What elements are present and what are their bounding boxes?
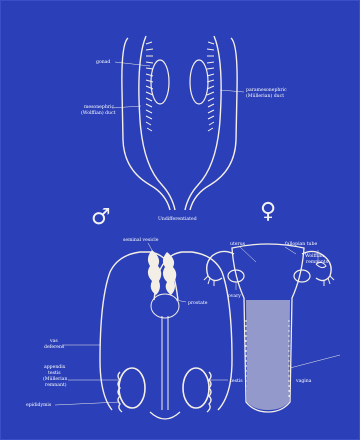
label-epididymis: epididymis bbox=[26, 402, 52, 408]
female-symbol: ♀ bbox=[260, 199, 276, 224]
label-remnant: remnant) bbox=[45, 381, 67, 388]
glans bbox=[150, 412, 180, 419]
right-gonad bbox=[190, 60, 208, 104]
vagina-shading bbox=[246, 300, 290, 410]
right-ovary bbox=[294, 270, 310, 282]
label-deferens: deferens bbox=[44, 344, 65, 350]
label-testis-1: testis bbox=[48, 370, 61, 376]
left-gonad bbox=[151, 60, 169, 104]
label-mesonephric-sub: (Wolffian) duct bbox=[81, 109, 116, 116]
label-paramesonephric-sub: (Müllerian) duct bbox=[246, 92, 284, 99]
label-ovary: ovary bbox=[228, 294, 241, 299]
label-gonad: gonad bbox=[96, 59, 110, 65]
label-mullerian: (Müllerian bbox=[43, 375, 68, 382]
prostate bbox=[151, 294, 179, 318]
male-diagram: ♂ seminal vesicle prostate vas deferens … bbox=[26, 205, 243, 419]
left-seminal-vesicle bbox=[148, 250, 161, 295]
label-remnants: remnants bbox=[306, 259, 329, 265]
male-symbol: ♂ bbox=[91, 205, 111, 230]
label-appendix: appendix bbox=[44, 364, 66, 370]
label-vagina: vagina bbox=[295, 378, 312, 384]
label-mesonephric: mesonephric bbox=[84, 104, 114, 110]
label-vas: vas bbox=[49, 339, 58, 344]
label-undifferentiated: Undifferentiated bbox=[158, 216, 197, 222]
left-mesonephric-duct bbox=[139, 36, 175, 210]
right-seminal-vesicle bbox=[163, 252, 176, 295]
label-wolffian: Wolffian bbox=[305, 253, 324, 259]
left-mesonephric-tubules bbox=[146, 42, 153, 131]
right-paramesonephric-duct bbox=[190, 38, 237, 210]
urethra bbox=[162, 316, 168, 410]
right-testis bbox=[183, 368, 209, 408]
label-fallopian: fallopian tube bbox=[285, 241, 317, 247]
label-testis-2: testis bbox=[230, 378, 243, 384]
label-uterus: uterus bbox=[230, 241, 246, 247]
label-prostate: prostate bbox=[188, 300, 208, 306]
undifferentiated-diagram: gonad mesonephric (Wolffian) duct parame… bbox=[81, 36, 287, 222]
left-fallopian-tube bbox=[207, 251, 234, 280]
label-seminal-vesicle: seminal vesicle bbox=[123, 237, 159, 243]
left-testis bbox=[119, 368, 145, 408]
label-paramesonephric: paramesonephric bbox=[246, 87, 287, 93]
